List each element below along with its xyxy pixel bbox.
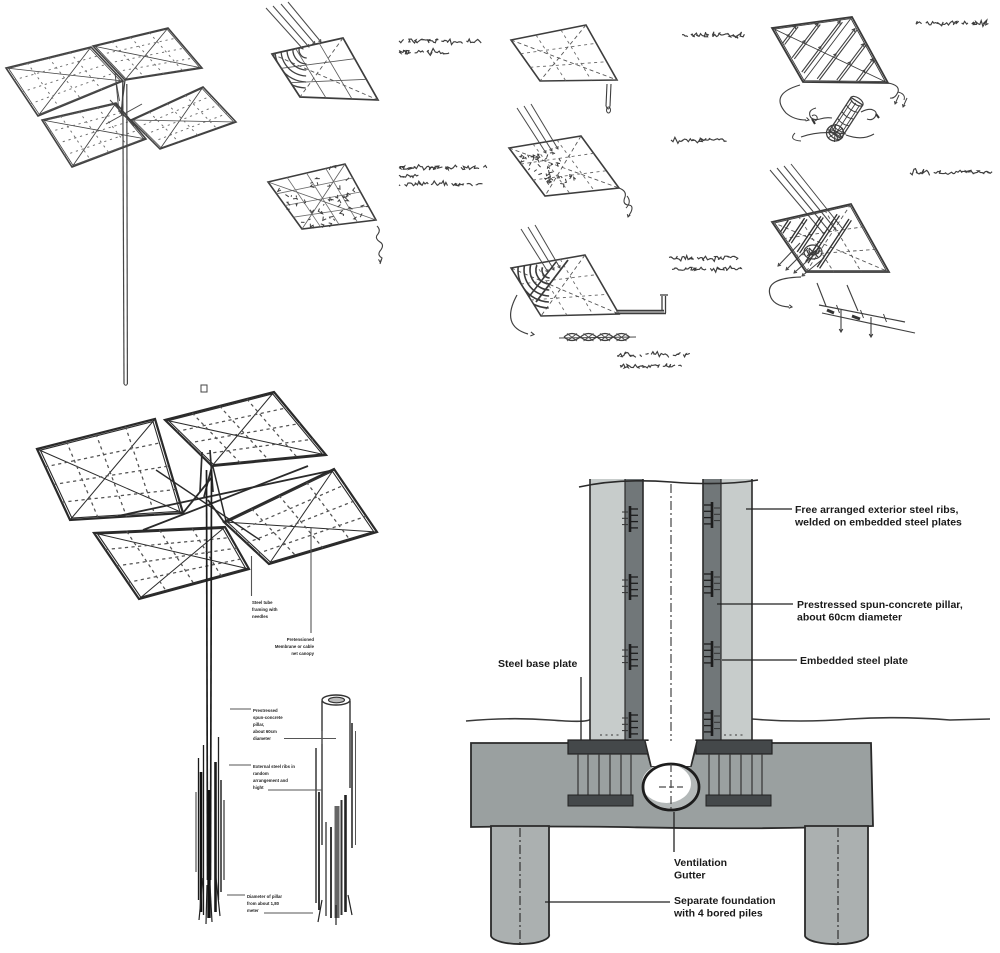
svg-text:diameter: diameter — [253, 736, 271, 741]
svg-text:arrangement and: arrangement and — [253, 778, 288, 783]
svg-text:Ventilation: Ventilation — [674, 857, 727, 869]
svg-text:Prestressed spun-concrete pill: Prestressed spun-concrete pillar, — [797, 599, 963, 611]
svg-text:pillar,: pillar, — [253, 722, 264, 727]
svg-text:from about 1,80: from about 1,80 — [247, 901, 280, 906]
svg-text:needles: needles — [252, 614, 269, 619]
svg-text:Membrane or cable: Membrane or cable — [275, 644, 315, 649]
svg-text:Gutter: Gutter — [674, 869, 706, 881]
svg-text:Prestressed: Prestressed — [253, 708, 278, 713]
svg-text:Pretensioned: Pretensioned — [287, 637, 315, 642]
svg-text:welded on embedded steel plate: welded on embedded steel plates — [794, 516, 962, 528]
svg-text:random: random — [253, 771, 269, 776]
svg-text:Diameter of pillar: Diameter of pillar — [247, 894, 282, 899]
svg-text:net canopy: net canopy — [291, 651, 314, 656]
svg-text:framing with: framing with — [252, 607, 278, 612]
svg-text:Separate foundation: Separate foundation — [674, 895, 776, 907]
svg-text:External steel ribs in: External steel ribs in — [253, 764, 295, 769]
svg-text:with 4 bored piles: with 4 bored piles — [673, 907, 763, 919]
svg-text:hight: hight — [253, 785, 264, 790]
svg-text:Steel base plate: Steel base plate — [498, 658, 578, 670]
svg-text:Steel tube: Steel tube — [252, 600, 273, 605]
svg-text:Embedded steel plate: Embedded steel plate — [800, 655, 908, 667]
svg-text:about 60cm: about 60cm — [253, 729, 277, 734]
svg-text:Free arranged exterior steel r: Free arranged exterior steel ribs, — [795, 504, 958, 516]
svg-text:about 60cm diameter: about 60cm diameter — [797, 611, 902, 623]
svg-text:meter: meter — [247, 908, 259, 913]
svg-text:spun-concrete: spun-concrete — [253, 715, 283, 720]
